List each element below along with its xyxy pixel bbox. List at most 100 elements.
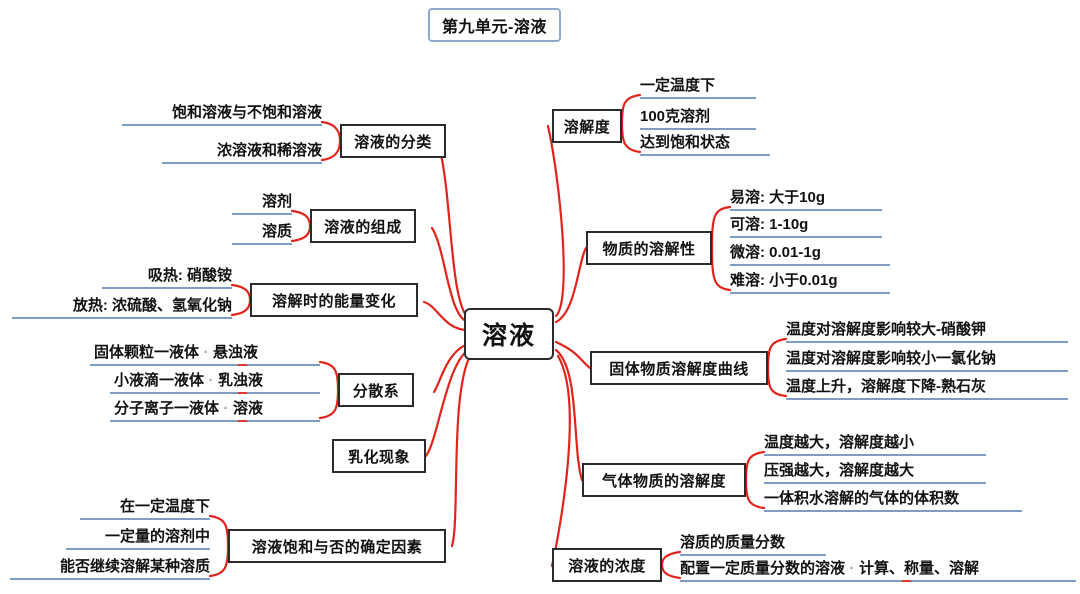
leaf-higher-temp-lower-solubility: 温度越大，溶解度越小 — [764, 433, 986, 456]
link-center-to-concentration — [550, 354, 571, 568]
category-label: 溶液的组成 — [324, 218, 402, 236]
category-label: 溶解度 — [563, 118, 611, 136]
category-gas-solubility[interactable]: 气体物质的溶解度 — [582, 463, 746, 497]
leaf-endothermic: 吸热: 硝酸铵 — [102, 266, 232, 289]
leaf-at-certain-temperature: 在一定温度下 — [80, 497, 210, 520]
leaf-label: 易溶: 大于10g — [730, 189, 826, 206]
leaf-concentrated-dilute: 浓溶液和稀溶液 — [162, 141, 322, 164]
link-center-to-solid-curve — [554, 340, 592, 370]
category-label: 物质的溶解性 — [602, 240, 696, 258]
underline-tick — [238, 364, 247, 366]
leaf-label: 压强越大，溶解度越大 — [764, 462, 915, 479]
leaf-label-secondary: 乳浊液 — [218, 372, 264, 389]
leaf-solution-dispersion: 分子离子一液体 · 溶液 — [110, 399, 320, 422]
category-substance-dissolvability[interactable]: 物质的溶解性 — [586, 231, 712, 265]
page-title: 第九单元-溶液 — [428, 8, 561, 42]
link-center-to-classification — [438, 148, 470, 320]
leaf-label-secondary: 溶液 — [233, 400, 264, 417]
leaf-label: 溶质 — [261, 223, 292, 240]
category-label: 固体物质溶解度曲线 — [609, 360, 749, 378]
underline-tick — [238, 392, 247, 394]
bracket-dissolvability — [710, 205, 732, 292]
category-label: 溶解时的能量变化 — [271, 292, 396, 310]
leaf-label: 浓溶液和稀溶液 — [216, 142, 322, 159]
leaf-label: 达到饱和状态 — [640, 134, 731, 151]
leaf-emulsion: 小液滴一液体 · 乳浊液 — [110, 371, 320, 394]
leaf-solvent: 溶剂 — [232, 192, 292, 215]
leaf-label: 一体积水溶解的气体的体积数 — [764, 490, 960, 507]
leaf-exothermic: 放热: 浓硫酸、氢氧化钠 — [12, 296, 232, 319]
leaf-saturated-unsaturated: 饱和溶液与不饱和溶液 — [122, 103, 322, 126]
leaf-prepare-solution-mass-fraction: 配置一定质量分数的溶液 · 计算、称量、溶解 — [680, 559, 1076, 582]
link-center-to-saturation — [450, 354, 472, 548]
bracket-saturation — [208, 514, 230, 578]
leaf-temp-small-effect-nacl: 温度对溶解度影响较小一氯化钠 — [786, 349, 1068, 372]
category-solubility[interactable]: 溶解度 — [552, 109, 622, 143]
leaf-temp-large-effect-kno3: 温度对溶解度影响较大-硝酸钾 — [786, 320, 1068, 343]
leaf-label: 微溶: 0.01-1g — [730, 244, 821, 261]
link-center-to-gas-solubility — [554, 348, 584, 482]
leaf-label: 可溶: 1-10g — [730, 216, 809, 233]
link-center-to-emulsify — [424, 348, 470, 458]
category-label: 溶液的分类 — [354, 133, 432, 151]
leaf-certain-temperature: 一定温度下 — [640, 76, 756, 99]
bracket-classification — [320, 120, 342, 162]
leaf-label: 放热: 浓硫酸、氢氧化钠 — [72, 297, 232, 314]
category-dispersion-system[interactable]: 分散系 — [338, 373, 414, 407]
leaf-label: 溶质的质量分数 — [680, 534, 786, 551]
leaf-label-secondary: 悬浊液 — [213, 344, 259, 361]
central-node-label: 溶液 — [482, 322, 537, 350]
link-center-to-composition — [430, 226, 470, 324]
page-title-label: 第九单元-溶液 — [442, 19, 547, 36]
leaf-label: 能否继续溶解某种溶质 — [59, 558, 210, 575]
link-center-to-dissolvability — [554, 246, 588, 324]
category-label: 溶液的浓度 — [568, 557, 646, 575]
link-center-to-energy — [422, 300, 470, 332]
leaf-soluble: 可溶: 1-10g — [730, 215, 882, 238]
underline-tick — [238, 420, 247, 422]
link-center-to-solubility — [546, 124, 565, 318]
leaf-100g-solvent: 100克溶剂 — [640, 107, 756, 130]
leaf-can-continue-dissolving: 能否继续溶解某种溶质 — [10, 557, 210, 580]
category-saturation-factors[interactable]: 溶液饱和与否的确定因素 — [228, 529, 446, 563]
leaf-certain-amount-solvent: 一定量的溶剂中 — [66, 527, 210, 550]
leaf-easily-soluble: 易溶: 大于10g — [730, 188, 882, 211]
bracket-solid-curve — [766, 337, 788, 398]
leaf-label: 吸热: 硝酸铵 — [147, 267, 232, 284]
bracket-concentration — [660, 550, 682, 580]
leaf-suspension: 固体颗粒一液体 · 悬浊液 — [90, 343, 320, 366]
category-solution-concentration[interactable]: 溶液的浓度 — [552, 548, 662, 582]
category-label: 气体物质的溶解度 — [601, 472, 726, 490]
leaf-insoluble: 难溶: 小于0.01g — [730, 271, 890, 294]
leaf-label: 在一定温度下 — [119, 498, 210, 515]
bracket-gas — [744, 450, 766, 510]
leaf-label: 配置一定质量分数的溶液 — [680, 560, 846, 577]
underline-tick — [902, 580, 911, 582]
leaf-label: 温度对溶解度影响较小一氯化钠 — [786, 350, 997, 367]
leaf-label: 温度对溶解度影响较大-硝酸钾 — [786, 321, 986, 338]
category-emulsification[interactable]: 乳化现象 — [332, 439, 426, 473]
category-label: 分散系 — [352, 382, 400, 400]
category-label: 乳化现象 — [347, 448, 410, 466]
leaf-label-secondary: 计算、称量、溶解 — [859, 560, 980, 577]
leaf-slightly-soluble: 微溶: 0.01-1g — [730, 243, 890, 266]
leaf-label: 一定量的溶剂中 — [104, 528, 210, 545]
leaf-reach-saturation: 达到饱和状态 — [640, 133, 770, 156]
leaf-label: 难溶: 小于0.01g — [730, 272, 838, 289]
category-solution-composition[interactable]: 溶液的组成 — [310, 209, 416, 243]
separator-dot: · — [849, 560, 855, 577]
bracket-dispersion — [318, 360, 340, 420]
category-solid-solubility-curve[interactable]: 固体物质溶解度曲线 — [590, 351, 768, 385]
category-dissolution-energy-change[interactable]: 溶解时的能量变化 — [250, 283, 418, 317]
category-solution-classification[interactable]: 溶液的分类 — [340, 124, 446, 158]
bracket-composition — [290, 209, 312, 243]
leaf-label: 溶剂 — [261, 193, 292, 210]
bracket-energy — [230, 283, 252, 317]
separator-dot: · — [203, 344, 209, 361]
separator-dot: · — [208, 372, 214, 389]
leaf-label: 分子离子一液体 — [114, 400, 220, 417]
central-node[interactable]: 溶液 — [464, 308, 555, 360]
leaf-label: 一定温度下 — [640, 77, 716, 94]
leaf-solute: 溶质 — [232, 222, 292, 245]
